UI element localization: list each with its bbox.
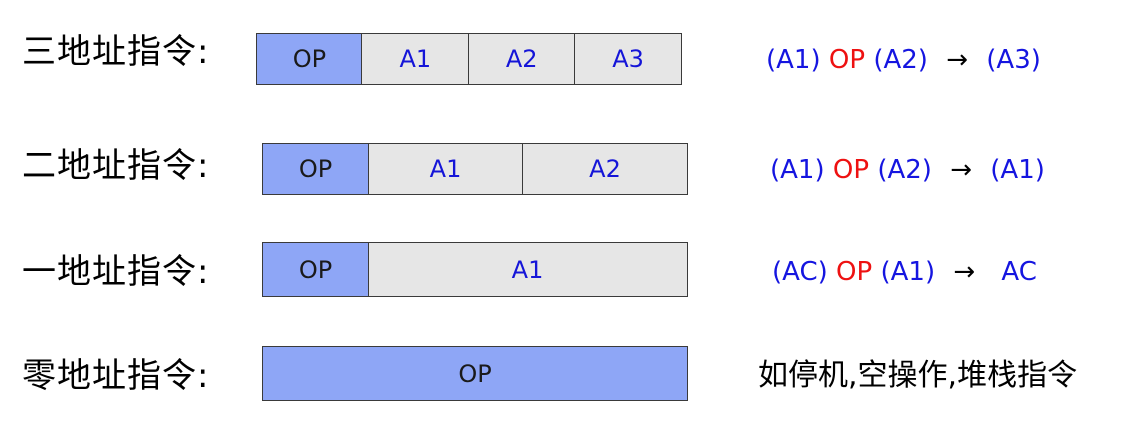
two-address-label: 二地址指令:	[22, 146, 210, 186]
formula-operand-1: (A1)	[766, 45, 821, 75]
formula-operand-1: (AC)	[772, 257, 828, 287]
arrow-icon: →	[953, 257, 976, 287]
zero-address-format: OP	[262, 346, 688, 401]
three-address-row: 三地址指令: OP A1 A2 A3 (A1) OP (A2) → (A3)	[0, 22, 1122, 85]
zero-address-description: 如停机,空操作,堆栈指令	[758, 358, 1078, 393]
formula-operand-2: (A1)	[880, 257, 936, 287]
two-address-formula: (A1) OP (A2) → (A1)	[770, 140, 1045, 200]
formula-op: OP	[836, 257, 873, 287]
formula-result: (A1)	[990, 155, 1045, 185]
op-field: OP	[262, 143, 369, 195]
formula-op: OP	[828, 45, 866, 75]
one-address-formula: (AC) OP (A1) → AC	[772, 242, 1037, 302]
a1-field: A1	[367, 143, 524, 195]
formula-op: OP	[832, 155, 870, 185]
op-field: OP	[262, 242, 369, 297]
formula-result: AC	[1001, 257, 1037, 287]
three-address-formula: (A1) OP (A2) → (A3)	[766, 30, 1041, 90]
a1-field: A1	[361, 33, 470, 85]
op-field: OP	[256, 33, 363, 85]
a3-field: A3	[574, 33, 682, 85]
zero-address-row: 零地址指令: OP 如停机,空操作,堆栈指令	[0, 346, 1122, 406]
arrow-icon: →	[950, 155, 972, 185]
three-address-format: OP A1 A2 A3	[256, 33, 682, 85]
a2-field: A2	[522, 143, 688, 195]
zero-address-label: 零地址指令:	[22, 356, 210, 396]
a2-field: A2	[467, 33, 576, 85]
two-address-format: OP A1 A2	[262, 143, 688, 195]
arrow-icon: →	[946, 45, 968, 75]
formula-result: (A3)	[986, 45, 1041, 75]
formula-operand-1: (A1)	[770, 155, 825, 185]
one-address-format: OP A1	[262, 242, 688, 297]
one-address-row: 一地址指令: OP A1 (AC) OP (A1) → AC	[0, 242, 1122, 302]
one-address-label: 一地址指令:	[22, 252, 210, 292]
formula-operand-2: (A2)	[877, 155, 932, 185]
two-address-row: 二地址指令: OP A1 A2 (A1) OP (A2) → (A1)	[0, 136, 1122, 196]
formula-operand-2: (A2)	[873, 45, 928, 75]
a1-field: A1	[367, 242, 688, 297]
op-field: OP	[262, 346, 688, 401]
three-address-label: 三地址指令:	[22, 32, 210, 72]
